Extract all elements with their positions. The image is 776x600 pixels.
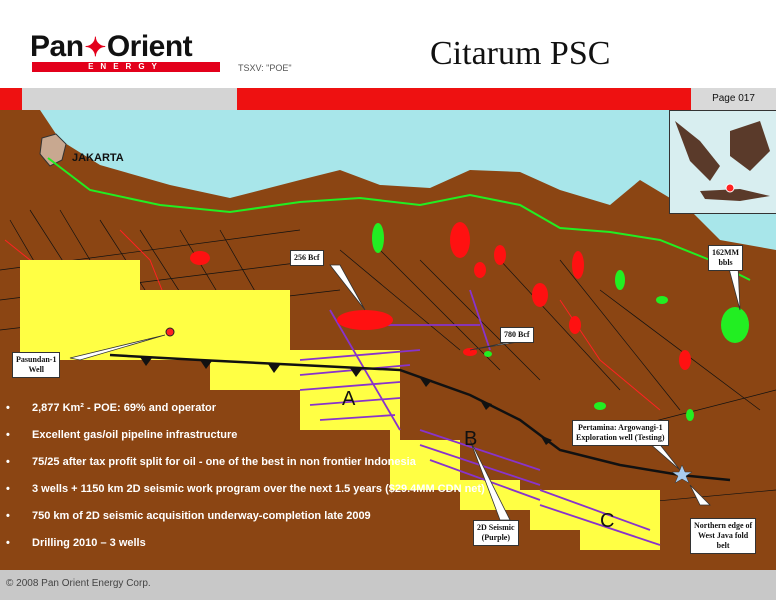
bullet-dot-icon: •: [6, 456, 10, 468]
bullet-text: 2,877 Km² - POE: 69% and operator: [32, 402, 216, 414]
logo-text-right: Orient: [106, 30, 193, 63]
bullet-dot-icon: •: [6, 510, 10, 522]
callout-162mm-bbls: 162MM bbls: [708, 245, 744, 271]
callout-780-bcf: 780 Bcf: [500, 327, 534, 343]
pasundan-well-marker: [165, 327, 175, 337]
bullet-dot-icon: •: [6, 402, 10, 414]
callout-seismic-line2: (Purple): [481, 533, 510, 542]
fold-belt-line: [109, 353, 731, 482]
pipeline: [47, 157, 751, 281]
callout-2d-seismic: 2D Seismic (Purple): [473, 520, 519, 546]
callout-fold-belt-line3: belt: [716, 541, 730, 550]
fold-belt-teeth: [140, 357, 552, 445]
bullet-text: 3 wells + 1150 km 2D seismic work progra…: [32, 483, 485, 495]
bullet-text: 750 km of 2D seismic acquisition underwa…: [32, 510, 371, 522]
bullet-item: • Excellent gas/oil pipeline infrastructu…: [6, 429, 506, 442]
inset-map-svg: [675, 121, 770, 201]
callout-pertamina-line1: Pertamina: Argowangi-1: [577, 423, 663, 432]
jakarta-area: [39, 133, 67, 167]
argowangi-star-icon: [671, 464, 693, 484]
bullet-item: • Drilling 2010 – 3 wells: [6, 537, 506, 550]
callout-pointers: [69, 264, 741, 521]
header-band: [0, 88, 776, 110]
page-title: Citarum PSC: [430, 35, 611, 72]
oil-fields: [372, 223, 749, 421]
callout-pertamina-well: Pertamina: Argowangi-1 Exploration well …: [572, 420, 669, 446]
callout-256-bcf: 256 Bcf: [290, 250, 324, 266]
inset-map: [669, 110, 776, 214]
header-band-grey: [22, 88, 237, 110]
callout-fold-belt: Northern edge of West Java fold belt: [690, 518, 757, 554]
map-svg: [0, 110, 776, 570]
bullet-item: • 2,877 Km² - POE: 69% and operator: [6, 402, 506, 415]
maple-leaf-icon: ✦: [84, 32, 107, 62]
ticker-label: TSXV: "POE": [238, 63, 292, 73]
bullet-dot-icon: •: [6, 483, 10, 495]
bullet-item: • 750 km of 2D seismic acquisition underw…: [6, 510, 506, 523]
callout-162mm-line2: bbls: [718, 258, 733, 267]
block-label-c: C: [600, 510, 615, 532]
block-label-b: B: [464, 428, 478, 450]
gas-fields: [190, 222, 691, 370]
block-label-a: A: [342, 388, 356, 410]
bullet-text: Drilling 2010 – 3 wells: [32, 537, 146, 549]
callout-pertamina-line2: Exploration well (Testing): [576, 433, 665, 442]
bullet-item: • 3 wells + 1150 km 2D seismic work progr…: [6, 483, 506, 496]
callout-fold-belt-line1: Northern edge of: [694, 521, 753, 530]
bullet-list: • 2,877 Km² - POE: 69% and operator • Exce…: [6, 402, 506, 564]
callout-pasundan-line1: Pasundan-1: [16, 355, 57, 364]
logo-text-left: Pan: [30, 30, 84, 63]
company-logo: Pan✦Orient: [30, 30, 193, 64]
header: Pan✦Orient ENERGY TSXV: "POE" Citarum PS…: [0, 0, 776, 88]
bullet-dot-icon: •: [6, 429, 10, 441]
callout-pasundan-line2: Well: [28, 365, 45, 374]
bullet-dot-icon: •: [6, 537, 10, 549]
bullet-text: 75/25 after tax profit split for oil - o…: [32, 456, 416, 468]
bullet-item: • 75/25 after tax profit split for oil - …: [6, 456, 506, 469]
callout-seismic-line1: 2D Seismic: [477, 523, 515, 532]
city-label: JAKARTA: [72, 152, 124, 164]
copyright: © 2008 Pan Orient Energy Corp.: [6, 578, 151, 589]
inset-location-marker: [725, 183, 735, 193]
permit-block: [20, 260, 660, 550]
callout-162mm-line1: 162MM: [712, 248, 740, 257]
footer: © 2008 Pan Orient Energy Corp.: [0, 570, 776, 600]
logo-bar: [32, 62, 220, 72]
page-number: Page 017: [691, 88, 776, 110]
callout-fold-belt-line2: West Java fold: [697, 531, 749, 540]
logo-subtitle: ENERGY: [88, 62, 164, 71]
bullet-text: Excellent gas/oil pipeline infrastructur…: [32, 429, 238, 441]
callout-pasundan-well: Pasundan-1 Well: [12, 352, 61, 378]
map-area: JAKARTA A B C 256 Bcf 780 Bcf 162MM bbls…: [0, 110, 776, 570]
